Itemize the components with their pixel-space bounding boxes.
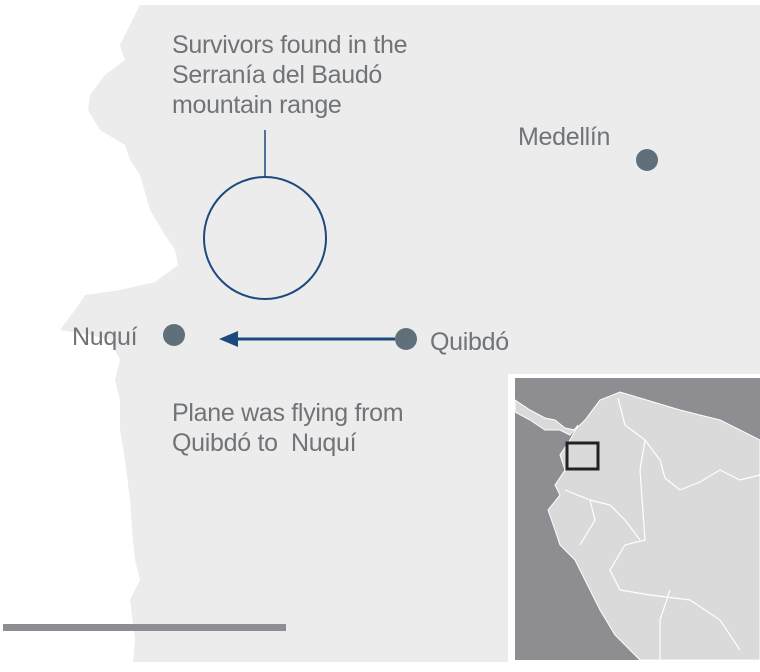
scale-bar (3, 624, 286, 631)
survivors-line-2: Serranía del Baudó (172, 61, 383, 89)
locator-inset (508, 374, 760, 664)
arrow-head-icon (219, 331, 238, 347)
nuqui-dot (163, 324, 185, 346)
medellin-dot (636, 149, 658, 171)
inset-borders (564, 397, 760, 660)
survivors-line-3: mountain range (172, 91, 342, 119)
survivors-annotation: Survivors found in the Serranía del Baud… (172, 30, 408, 120)
survivors-line-1: Survivors found in the (172, 31, 408, 59)
quibdo-label: Quibdó (430, 328, 509, 356)
inset-focus-box (565, 441, 600, 471)
inset-land (514, 391, 760, 661)
flight-line-1: Plane was flying from (172, 399, 404, 427)
medellin-label: Medellín (518, 123, 611, 151)
search-area-circle (203, 176, 327, 300)
flight-line-2: Quibdó to Nuquí (172, 429, 357, 457)
nuqui-label: Nuquí (72, 323, 138, 351)
flight-annotation: Plane was flying from Quibdó to Nuquí (172, 398, 404, 458)
quibdo-dot (395, 328, 417, 350)
